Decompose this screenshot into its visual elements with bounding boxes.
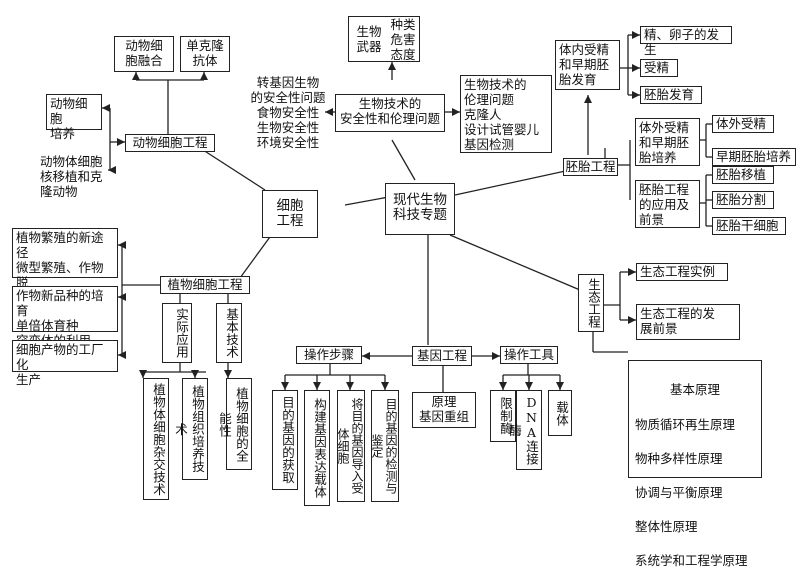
embryo-engineering-node: 胚胎工程: [563, 158, 618, 176]
bio-weapons-label: 生物 武器: [356, 24, 382, 54]
eco-examples-node: 生态工程实例: [636, 263, 728, 281]
gene-engineering-node: 基因工程: [412, 346, 472, 366]
eco-prospects-node: 生态工程的发 展前景: [636, 304, 740, 340]
plant-propagation-node: 植物繁殖的新途径 微型繁殖、作物脱 毒、人工种子: [12, 228, 118, 305]
tissue-culture-node: 植物组织培养技术: [173, 378, 208, 480]
step-obtain-gene-node: 目的基因的获取: [272, 390, 298, 490]
bio-weapons-node: 生物 武器 种类 危害 态度: [348, 16, 420, 62]
early-embryo-culture-node: 早期胚胎培养: [712, 148, 796, 166]
sperm-egg-node: 精、卵子的发生: [640, 26, 732, 57]
fertilization-node: 受精: [640, 59, 678, 77]
animal-cell-culture-node: 动物细胞 培养: [46, 94, 102, 141]
basic-principles-title: 基本原理: [669, 382, 720, 397]
center-node: 现代生物 科技专题: [385, 183, 455, 235]
operation-steps-node: 操作步骤: [296, 346, 362, 364]
tool-vector-node: 载体: [548, 390, 572, 436]
animal-cell-engineering-node: 动物细胞工程: [125, 134, 215, 152]
principle-item: 整体性原理: [635, 519, 698, 534]
tool-restriction-enzyme-node: 限制酶: [490, 390, 516, 442]
plant-cell-engineering-node: 植物细胞工程: [160, 276, 250, 294]
principle-node: 原理 基因重组: [412, 392, 476, 428]
in-vitro-node: 体外受精 和早期胚 胎培养: [635, 118, 700, 166]
step-build-vector-node: 构建基因表达载体: [304, 390, 330, 506]
principle-item: 物种多样性原理: [635, 451, 723, 466]
monoclonal-antibody-node: 单克隆 抗体: [180, 36, 230, 72]
basic-principles-node: 基本原理 物质循环再生原理 物种多样性原理 协调与平衡原理 整体性原理 系统学和…: [628, 360, 762, 568]
plant-application-node: 实际应用: [162, 303, 192, 363]
weapon-traits-label: 种类 危害 态度: [390, 17, 416, 62]
embryo-transfer-node: 胚胎移植: [712, 166, 774, 184]
embryo-split-node: 胚胎分割: [712, 191, 774, 209]
principle-item: 协调与平衡原理: [635, 485, 723, 500]
cell-products-node: 细胞产物的工厂化 生产: [12, 340, 118, 387]
tool-dna-ligase-node: DNA连接酶: [507, 390, 542, 470]
connector-lines: [102, 31, 712, 392]
step-detect-gene-node: 目的基因的检测与鉴定: [370, 390, 399, 502]
crop-breeding-node: 作物新品种的培育 单倍体育种 突变体的利用: [12, 286, 118, 348]
transgenic-safety-text: 转基因生物 的安全性问题 食物安全性 生物安全性 环境安全性: [250, 75, 326, 150]
in-vivo-node: 体内受精 和早期胚 胎发育: [555, 40, 620, 90]
somatic-hybrid-node: 植物体细胞杂交技术: [143, 378, 169, 500]
nuclear-transfer-text: 动物体细胞 核移植和克 隆动物: [40, 154, 103, 199]
step-introduce-gene-node: 将目的基因导入受体细胞: [336, 390, 365, 502]
ethics-issues-node: 生物技术的 伦理问题 克隆人 设计试管婴儿 基因检测: [460, 75, 552, 153]
eco-engineering-node: 生态工程: [578, 274, 604, 332]
stem-cell-node: 胚胎干细胞: [712, 217, 786, 235]
principle-item: 系统学和工程学原理: [635, 553, 748, 568]
embryo-application-node: 胚胎工程 的应用及 前景: [635, 180, 700, 228]
embryo-development-node: 胚胎发育: [640, 86, 702, 104]
principle-item: 物质循环再生原理: [635, 417, 736, 432]
animal-fusion-node: 动物细 胞融合: [114, 36, 174, 72]
plant-basic-tech-node: 基本技术: [216, 303, 242, 363]
totipotency-node: 植物细胞的全能性: [217, 378, 252, 470]
ethics-node: 生物技术的 安全性和伦理问题: [335, 94, 445, 132]
ivf-node: 体外受精: [712, 115, 774, 133]
operation-tools-node: 操作工具: [500, 346, 558, 364]
cell-engineering-node: 细胞 工程: [262, 190, 318, 238]
